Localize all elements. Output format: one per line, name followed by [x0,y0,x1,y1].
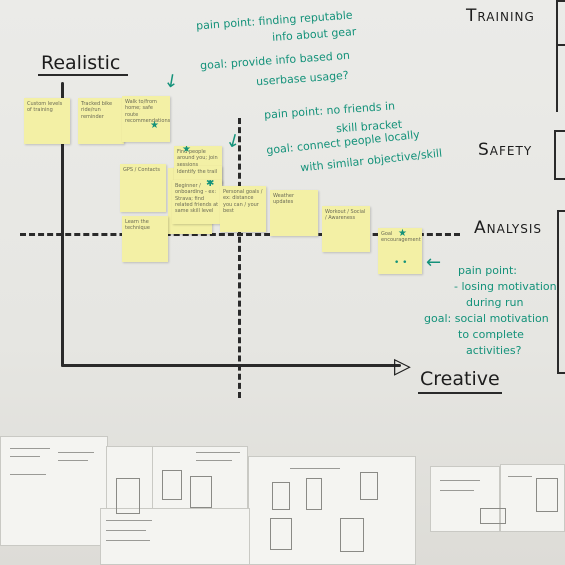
sticky-note: Personal goals / ex: distance you can / … [220,186,266,232]
sketch-text-line [440,480,480,481]
sticky-note: Custom levels of training [24,98,70,144]
sketch-text-line [106,520,152,521]
sticky-note-text: Workout / Social / Awareness [325,209,366,222]
pain-point-3-line2: - losing motivation [454,280,557,293]
smiley-icon: • • [394,258,408,268]
sticky-note: Learn the technique [122,216,168,262]
goal-1-line2: userbase usage? [255,68,350,89]
safety-box [554,130,565,180]
star-icon: ✱ [206,180,215,189]
sketch-text-line [106,540,150,541]
heading-safety: Safety [478,140,533,160]
x-axis-line [61,364,401,367]
goal-3-line3: activities? [466,344,522,357]
sticky-note: Walk to/from home; safe route recommenda… [122,96,170,142]
sketch-text-line [196,452,240,453]
sticky-note: GPS / Contacts [120,164,166,212]
y-axis-label: Realistic [41,52,121,74]
vertical-midline [238,118,243,398]
sketch-text-line [10,448,50,449]
y-axis-label-underline [38,74,128,76]
goal-1-arrow: ↙ [159,67,184,94]
wireframe-sketch [536,478,558,512]
pain-point-2-line1: pain point: no friends in [263,99,396,122]
heading-analysis: Analysis [474,218,543,238]
wireframe-sketch [272,482,290,510]
wireframe-sketch [360,472,378,500]
analysis-box [557,210,565,374]
sketch-text-line [10,456,40,457]
sticky-note-text: Find people around you; join sessions [177,149,218,168]
sticky-note-text: Custom levels of training [27,101,63,114]
star-icon: ★ [398,228,407,239]
sketch-text-line [508,476,532,477]
sticky-note-text: GPS / Contacts [123,167,160,173]
sketch-text-line [58,460,88,461]
pain-point-3-line1: pain point: [458,264,518,277]
sketch-text-line [196,460,232,461]
goal-3-line2: to complete [458,328,524,341]
sticky-note-text: Tracked bike ride/run reminder [81,101,113,120]
training-box [556,0,565,46]
pain-point-3-line3: during run [466,296,524,309]
sticky-note: Goal encouragement★ • • [378,228,422,274]
sketch-text-line [290,468,340,469]
x-axis-label: Creative [420,368,500,390]
x-axis-label-underline [418,392,502,394]
sketch-text-line [440,490,474,491]
wireframe-sketch [162,470,182,500]
wireframe-sketch [340,518,364,552]
sticky-note: Weather updates [270,190,318,236]
sticky-note: Tracked bike ride/run reminder [78,98,124,144]
x-axis-arrowhead: ▷ [394,354,411,379]
horizontal-midline [20,233,460,238]
pain-point-1-line2: info about gear [271,25,357,44]
sketch-text-line [58,452,94,453]
star-icon: ★ [182,146,191,155]
goal-3-line1: goal: social motivation [424,312,549,325]
sticky-note-text: Learn the technique [125,219,150,232]
sticky-note-text: Beginner / onboarding - ex: Strava; find… [175,183,219,214]
sticky-note: Beginner / onboarding - ex: Strava; find… [172,180,222,224]
sticky-note-text: Goal encouragement [381,231,421,244]
sticky-note-text: Personal goals / ex: distance you can / … [223,189,263,214]
wireframe-sketch [480,508,506,524]
sticky-note-text: Identify the trail [177,169,218,175]
sketch-text-line [10,474,46,475]
heading-training: Training [466,6,535,26]
sketch-sheet [100,508,250,565]
sticky-note: Workout / Social / Awareness [322,206,370,252]
sketch-sheet [0,436,108,546]
right-edge-line [556,40,558,112]
sticky-note-text: Walk to/from home; safe route recommenda… [125,99,170,124]
sketch-sheet [152,446,248,518]
wireframe-sketch [270,518,292,550]
y-axis-line [61,82,64,367]
goal-1-line1: goal: provide info based on [199,48,351,73]
wireframe-sketch [190,476,212,508]
star-icon: ★ [150,120,159,131]
sketch-sheet [500,464,565,532]
sticky-note-text: Weather updates [273,193,295,206]
wireframe-sketch [306,478,322,510]
goal-3-arrow: ← [426,252,442,273]
wireframe-sketch [116,478,140,514]
sketch-sheet [430,466,500,532]
sketch-text-line [106,530,146,531]
